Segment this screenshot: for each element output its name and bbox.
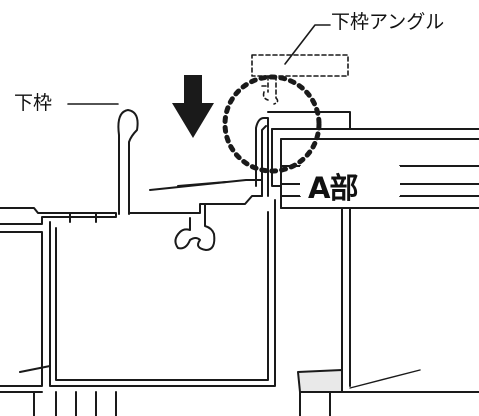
frame-cap xyxy=(267,111,351,130)
detail-highlight-circle xyxy=(222,74,322,174)
lower-frame-angle-label: 下枠アングル xyxy=(331,11,445,33)
part-a-label: A部 xyxy=(308,171,358,205)
lower-frame-fin xyxy=(117,109,139,215)
bottom-right-detail xyxy=(297,369,479,416)
lower-frame-label: 下枠 xyxy=(14,92,53,114)
lower-frame-angle-phantom xyxy=(251,54,349,105)
down-arrow-icon xyxy=(172,75,214,138)
angle-leader-line xyxy=(284,24,331,65)
angle-installed xyxy=(255,117,281,197)
main-frame-profile xyxy=(0,179,276,416)
part-a-label-bg xyxy=(300,166,400,196)
